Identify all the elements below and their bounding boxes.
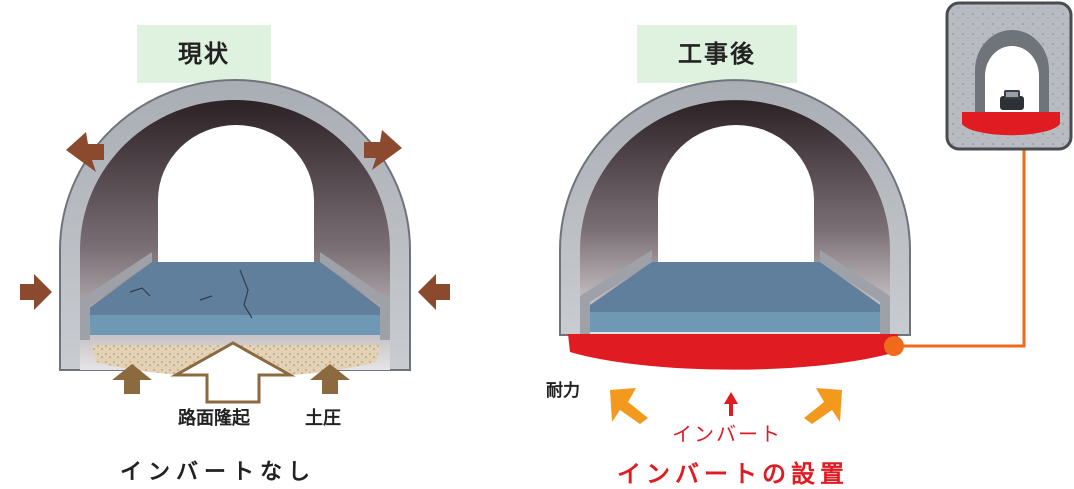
label-invert: インバート [672,422,782,446]
earth-pressure-arrow-bottom-right [310,364,350,394]
earth-pressure-arrow-bottom-left [112,364,152,394]
earth-pressure-arrow-mid-right [418,274,450,310]
label-road-uplift: 路面隆起 [178,408,250,429]
resistance-arrow-left [610,388,648,424]
earth-pressure-arrow-top-left [66,132,104,172]
road-surface-right [580,262,890,312]
road-edge-left [80,315,390,335]
earth-pressure-arrow-mid-left [20,274,52,310]
heading-current: 現状 [137,25,271,83]
car-icon [1000,90,1024,110]
label-earth-pressure: 土圧 [305,408,341,429]
inset-invert [962,112,1060,136]
heading-after-construction: 工事後 [637,25,797,83]
road-uplift-arrow [170,341,296,404]
resistance-arrow-right [804,388,842,424]
inset-tunnel-opening [985,46,1039,118]
tunnel-without-invert [20,79,450,404]
invert-slab [568,334,898,370]
sidewall-right-a [580,250,652,336]
leader-line [904,150,1026,348]
inset-thumbnail[interactable] [945,1,1073,151]
road-edge-right [580,312,890,332]
tunnel-with-invert [559,79,1026,424]
invert-joint-marker [884,336,904,356]
sidewall-right-b [820,250,890,336]
caption-without-invert: インバートなし [120,460,317,485]
road-cracks [129,269,253,319]
road-surface-left [80,262,390,315]
sidewall-left-b [320,252,390,340]
sidewall-left-a [80,252,152,340]
label-resistance: 耐力 [546,381,580,401]
tunnel-opening-right [658,125,814,262]
caption-invert-installed: インバートの設置 [617,460,849,488]
invert-up-arrow [724,392,738,416]
earth-pressure-arrow-top-right [364,130,402,170]
tunnel-opening-left [158,125,314,262]
